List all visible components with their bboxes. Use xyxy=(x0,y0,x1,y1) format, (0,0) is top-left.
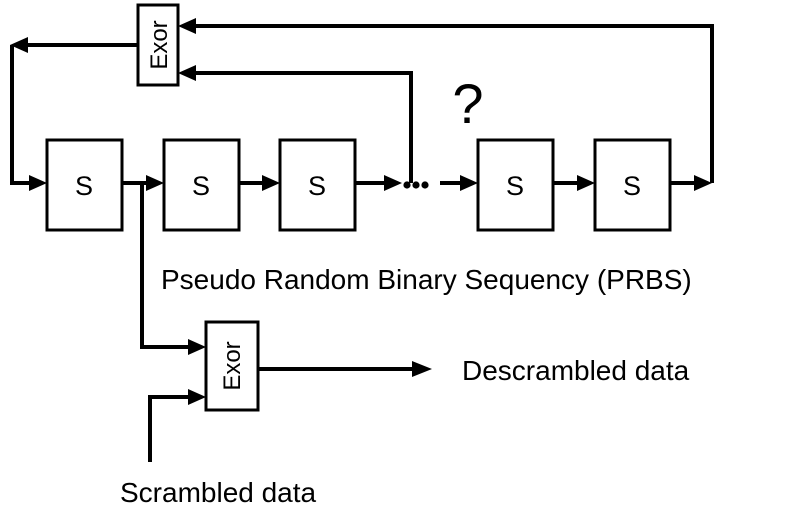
feedback-tap-last xyxy=(178,18,714,183)
output-exor-gate: Exor xyxy=(204,320,260,412)
ellipsis-dot xyxy=(412,181,420,189)
shift-register-1: S xyxy=(45,138,124,232)
shift-register-3: S xyxy=(278,138,357,232)
unknown-tap-question-mark: ? xyxy=(452,72,483,135)
scrambled-data-label: Scrambled data xyxy=(120,477,317,508)
register-label: S xyxy=(308,171,326,201)
feedback-exor-label: Exor xyxy=(146,20,173,69)
register-label: S xyxy=(506,171,524,201)
register-label: S xyxy=(192,171,210,201)
stage-connections xyxy=(122,175,712,191)
ellipsis-dot xyxy=(403,181,411,189)
shift-register-2: S xyxy=(162,138,241,232)
shift-register-5: S xyxy=(593,138,672,232)
descrambled-output-line xyxy=(258,361,432,377)
prbs-caption: Pseudo Random Binary Sequency (PRBS) xyxy=(161,264,692,295)
prbs-to-output-exor xyxy=(140,183,206,355)
scrambled-data-input-line xyxy=(148,389,206,462)
register-label: S xyxy=(75,171,93,201)
ellipsis-dot xyxy=(421,181,429,189)
feedback-loop-to-input xyxy=(10,37,138,191)
output-exor-label: Exor xyxy=(219,341,246,390)
feedback-tap-intermediate xyxy=(178,65,413,183)
output-exor-box xyxy=(204,320,260,412)
descrambled-data-label: Descrambled data xyxy=(462,355,690,386)
shift-register-4: S xyxy=(476,138,555,232)
feedback-exor-gate: Exor xyxy=(136,3,180,87)
register-label: S xyxy=(623,171,641,201)
